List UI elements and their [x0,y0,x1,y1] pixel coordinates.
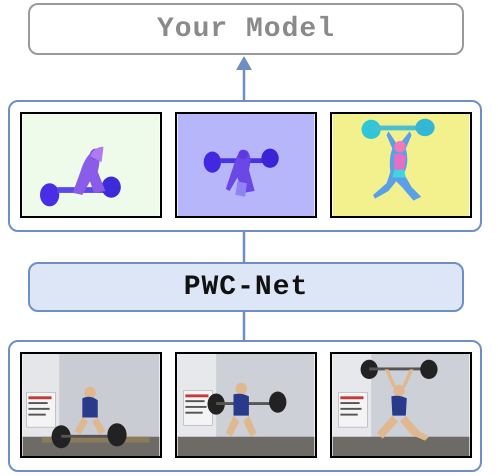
flow-map-3 [330,112,472,218]
video-frame-2 [175,352,317,458]
video-frame-3 [330,352,472,458]
model-label: Your Model [156,13,336,45]
pwc-net-label: PWC-Net [183,271,309,303]
up-arrow-icon [236,56,252,70]
model-box: Your Model [28,3,464,55]
flow-map-2 [175,112,317,218]
video-frame-1 [20,352,162,458]
pwc-net-box: PWC-Net [28,262,464,312]
flow-map-1 [20,112,162,218]
